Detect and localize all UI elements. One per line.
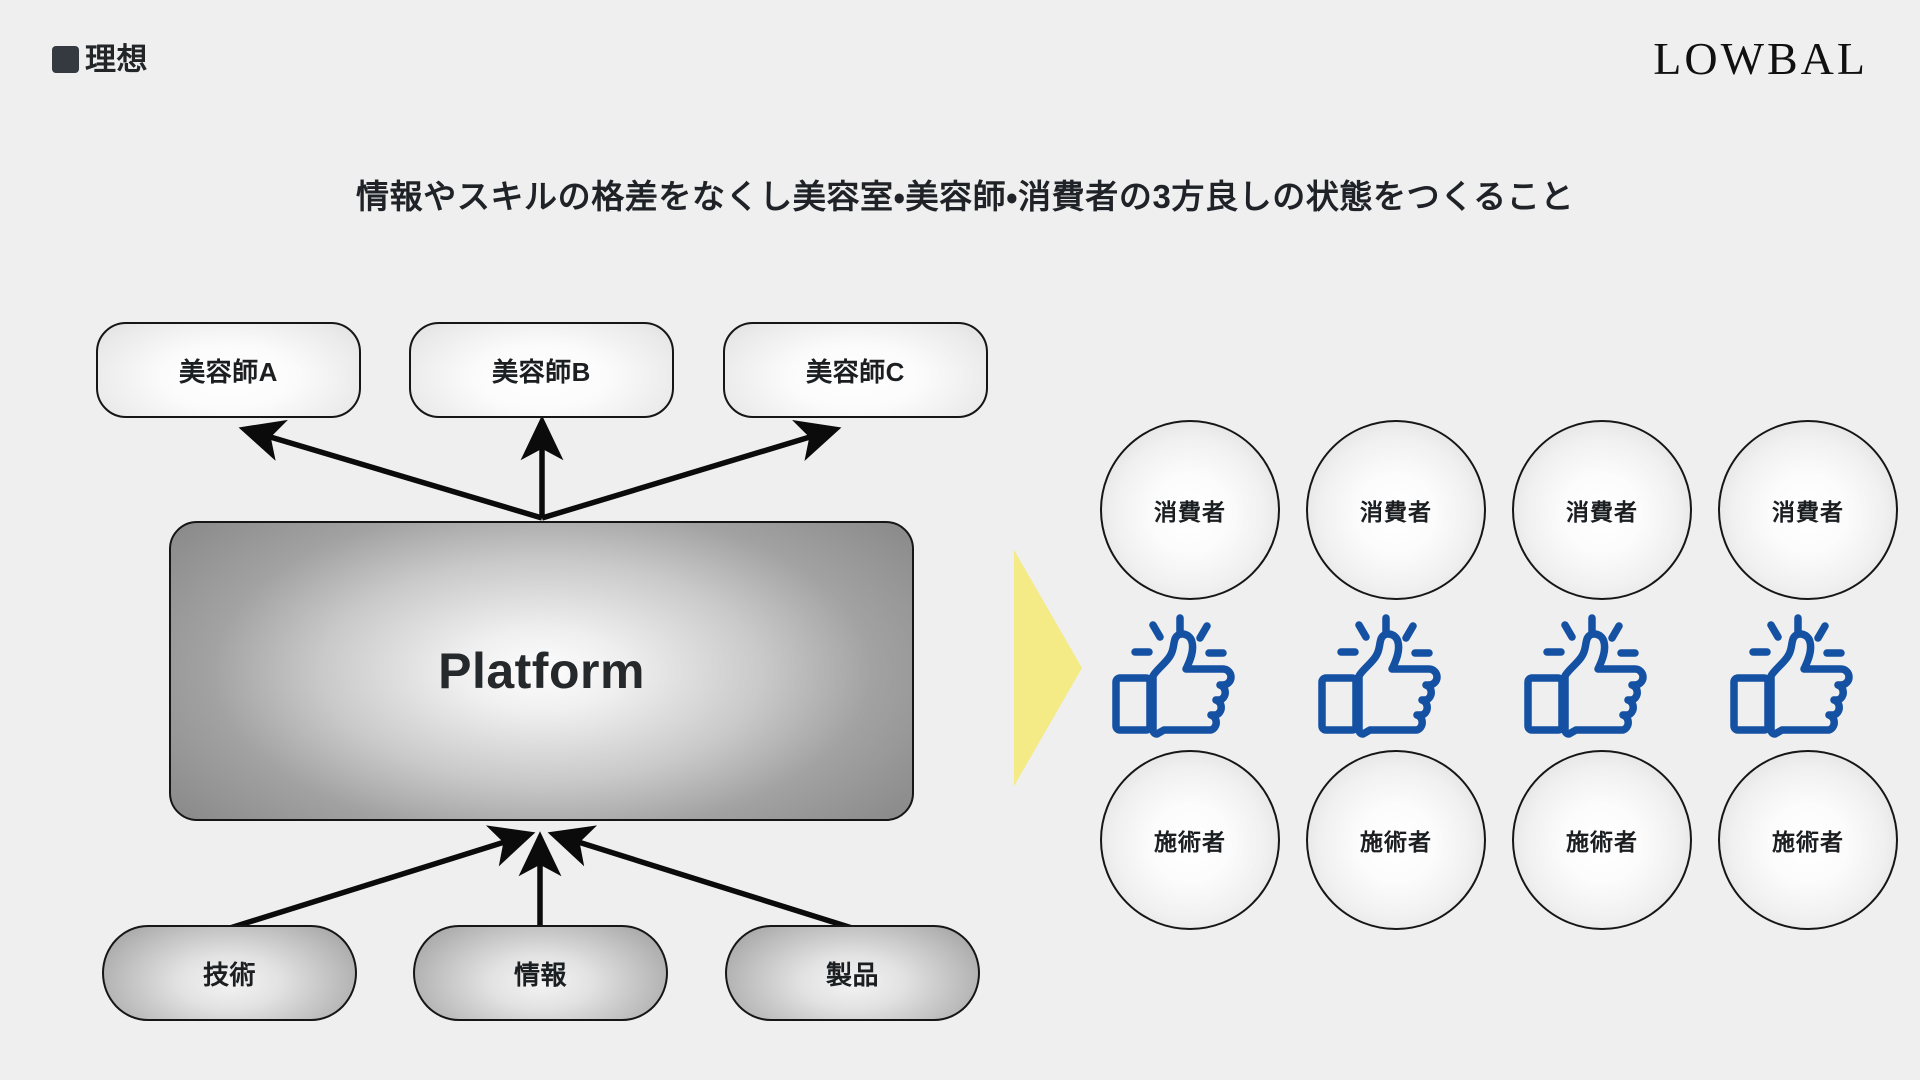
thumbs-up-icon-3 [1520, 610, 1652, 738]
consumer-node-1-label: 消費者 [1154, 499, 1226, 525]
benefit-column-4: 消費者 施術者 [1718, 420, 1898, 940]
consumer-node-4[interactable]: 消費者 [1718, 420, 1898, 600]
practitioner-node-2[interactable]: 施術者 [1306, 750, 1486, 930]
consumer-node-2-label: 消費者 [1360, 499, 1432, 525]
consumer-node-3-label: 消費者 [1566, 499, 1638, 525]
input-node-product[interactable]: 製品 [725, 925, 980, 1021]
stylist-node-b[interactable]: 美容師B [409, 322, 674, 418]
benefit-column-2: 消費者 施術者 [1306, 420, 1486, 940]
section-heading-label: 理想 [85, 42, 148, 77]
thumbs-up-icon-2 [1314, 610, 1446, 738]
platform-node-label: Platform [438, 643, 645, 699]
practitioner-node-4-label: 施術者 [1772, 829, 1844, 855]
benefit-column-1: 消費者 施術者 [1100, 420, 1280, 940]
page-title: 情報やスキルの格差をなくし美容室・美容師・消費者の3方良しの状態をつくること [356, 178, 1574, 215]
section-heading: 理想 [52, 44, 148, 75]
input-node-technology[interactable]: 技術 [102, 925, 357, 1021]
input-node-technology-label: 技術 [202, 959, 256, 990]
yellow-right-arrow-icon [1012, 548, 1084, 788]
thumbs-up-icon-4 [1726, 610, 1858, 738]
stylist-node-c-label: 美容師C [806, 356, 905, 387]
filled-square-icon [52, 46, 79, 73]
practitioner-node-4[interactable]: 施術者 [1718, 750, 1898, 930]
practitioner-node-3[interactable]: 施術者 [1512, 750, 1692, 930]
practitioner-node-1[interactable]: 施術者 [1100, 750, 1280, 930]
practitioner-node-3-label: 施術者 [1566, 829, 1638, 855]
input-node-information[interactable]: 情報 [413, 925, 668, 1021]
stylist-node-c[interactable]: 美容師C [723, 322, 988, 418]
benefit-column-3: 消費者 施術者 [1512, 420, 1692, 940]
consumer-node-3[interactable]: 消費者 [1512, 420, 1692, 600]
platform-diagram: 美容師A 美容師B 美容師C Platform 技術 情報 製品 [96, 322, 988, 1021]
brand-logo: LOWBAL [1653, 33, 1868, 84]
three-way-benefit-cluster: 消費者 施術者 [1100, 420, 1900, 940]
input-node-information-label: 情報 [513, 959, 567, 990]
consumer-node-4-label: 消費者 [1772, 499, 1844, 525]
consumer-node-2[interactable]: 消費者 [1306, 420, 1486, 600]
thumbs-up-icon-1 [1108, 610, 1240, 738]
platform-node[interactable]: Platform [169, 521, 914, 821]
practitioner-node-1-label: 施術者 [1154, 829, 1226, 855]
stylist-node-b-label: 美容師B [492, 356, 591, 387]
input-node-product-label: 製品 [825, 959, 879, 990]
diagram-connectors [229, 415, 853, 931]
stylist-node-a-label: 美容師A [179, 356, 278, 387]
practitioner-node-2-label: 施術者 [1360, 829, 1432, 855]
stylist-node-a[interactable]: 美容師A [96, 322, 361, 418]
consumer-node-1[interactable]: 消費者 [1100, 420, 1280, 600]
